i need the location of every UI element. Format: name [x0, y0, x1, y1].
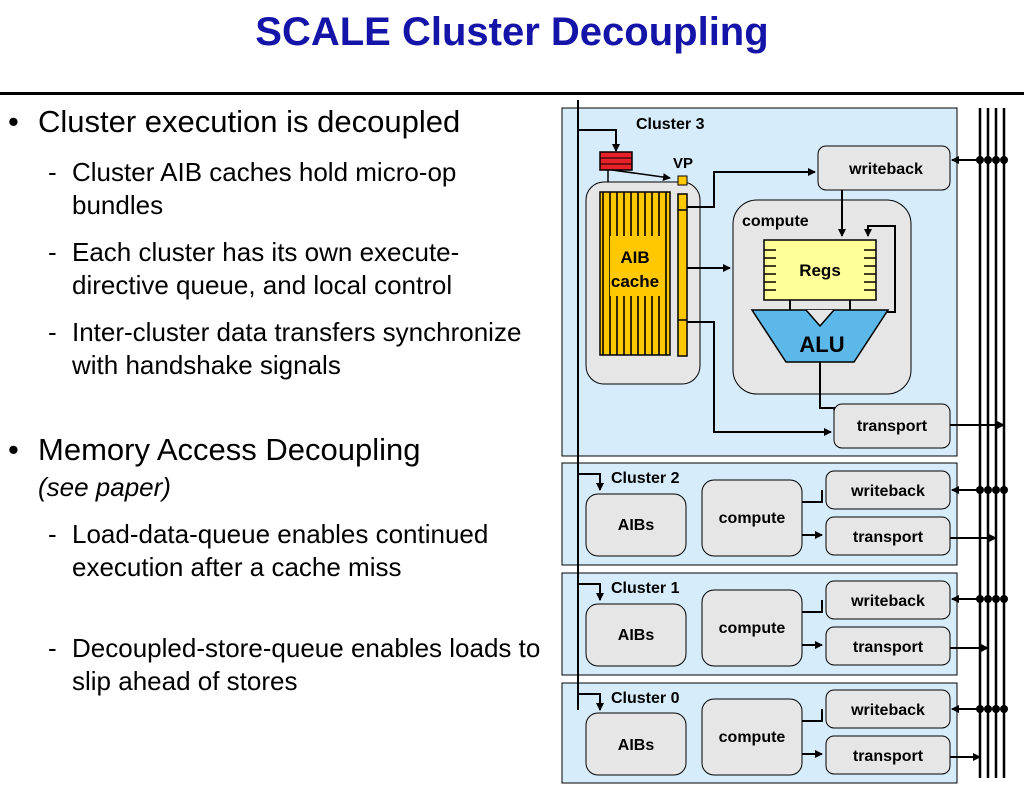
vp-indicator — [677, 175, 688, 186]
cluster1-aibs-label: AIBs — [618, 627, 655, 644]
cluster3-transport-label: transport — [857, 418, 928, 435]
cluster1-transport — [825, 626, 951, 666]
cluster1-compute-label: compute — [719, 620, 786, 637]
cluster2-compute — [701, 479, 803, 557]
cluster0-writeback-label: writeback — [850, 702, 925, 719]
cluster0-group: Cluster 0 AIBs compute writeback transpo… — [578, 689, 1008, 776]
regs-label: Regs — [799, 261, 841, 280]
cluster1-group: Cluster 1 AIBs compute writeback transpo… — [578, 580, 1008, 667]
cluster2-aibs — [585, 493, 687, 557]
cluster0-compute-label: compute — [719, 729, 786, 746]
sub-bullet-text: Load-data-queue enables continued execut… — [72, 519, 489, 582]
cluster0-aibs-label: AIBs — [618, 737, 655, 754]
bullet-cluster-execution: • Cluster execution is decoupled — [8, 104, 460, 140]
cluster1-transport-label: transport — [853, 639, 924, 656]
dash: - — [48, 237, 57, 267]
cluster2-transport-label: transport — [853, 529, 924, 546]
bullet-memory-access: • Memory Access Decoupling — [8, 432, 421, 468]
cluster2-compute-label: compute — [719, 510, 786, 527]
sub-bullet-store-queue: -Decoupled-store-queue enables loads to … — [48, 632, 543, 698]
cluster2-writeback — [825, 470, 951, 510]
bullet-text: Cluster execution is decoupled — [38, 104, 461, 139]
sub-bullet-load-data-queue: -Load-data-queue enables continued execu… — [48, 518, 543, 584]
sub-bullet-execute-queue: -Each cluster has its own execute-direct… — [48, 236, 543, 302]
cluster1-compute — [701, 589, 803, 667]
see-paper-note: (see paper) — [38, 472, 171, 502]
execute-directive-queue — [599, 151, 633, 171]
cluster2-transport — [825, 516, 951, 556]
micro-op-bar — [677, 193, 688, 357]
sub-bullet-text: Each cluster has its own execute-directi… — [72, 237, 460, 300]
cluster2-writeback-label: writeback — [850, 483, 925, 500]
cluster0-compute — [701, 698, 803, 776]
cluster1-writeback-label: writeback — [850, 593, 925, 610]
data-buses — [978, 108, 1006, 778]
cluster0-transport — [825, 735, 951, 775]
cluster1-label: Cluster 1 — [611, 580, 680, 597]
cluster3-compute-label: compute — [742, 213, 809, 230]
cluster0-writeback — [825, 689, 951, 729]
sub-bullet-aib-caches: -Cluster AIB caches hold micro-op bundle… — [48, 156, 543, 222]
bullet-dot: • — [8, 104, 19, 139]
cluster2-group: Cluster 2 AIBs compute writeback transpo… — [578, 470, 1008, 557]
cluster3-writeback-label: writeback — [848, 161, 923, 178]
cluster0-label: Cluster 0 — [611, 690, 680, 707]
slide-title: SCALE Cluster Decoupling — [255, 10, 769, 54]
sub-bullet-inter-cluster: -Inter-cluster data transfers synchroniz… — [48, 316, 543, 382]
dash: - — [48, 317, 57, 347]
dash: - — [48, 519, 57, 549]
alu — [750, 309, 890, 363]
bullet-text: Memory Access Decoupling — [38, 432, 421, 467]
bullet-dot: • — [8, 432, 19, 467]
register-file — [763, 239, 877, 301]
title-divider — [0, 92, 1024, 95]
dash: - — [48, 157, 57, 187]
cluster0-transport-label: transport — [853, 748, 924, 765]
cluster0-aibs — [585, 712, 687, 776]
sub-bullet-text: Decoupled-store-queue enables loads to s… — [72, 633, 541, 696]
cluster2-aibs-label: AIBs — [618, 517, 655, 534]
aib-cache-label-2: cache — [611, 272, 659, 291]
cluster1-aibs — [585, 603, 687, 667]
cluster3-control-arrow — [578, 129, 620, 152]
sub-bullet-text: Inter-cluster data transfers synchronize… — [72, 317, 522, 380]
vp-label: VP — [673, 155, 693, 172]
cluster3-writeback — [817, 145, 951, 191]
dash: - — [48, 633, 57, 663]
sub-bullet-text: Cluster AIB caches hold micro-op bundles — [72, 157, 457, 220]
cluster1-writeback — [825, 580, 951, 620]
alu-label: ALU — [799, 332, 844, 357]
aib-cache-label-1: AIB — [620, 248, 649, 267]
cluster3-label: Cluster 3 — [636, 116, 705, 133]
cluster2-label: Cluster 2 — [611, 470, 680, 487]
